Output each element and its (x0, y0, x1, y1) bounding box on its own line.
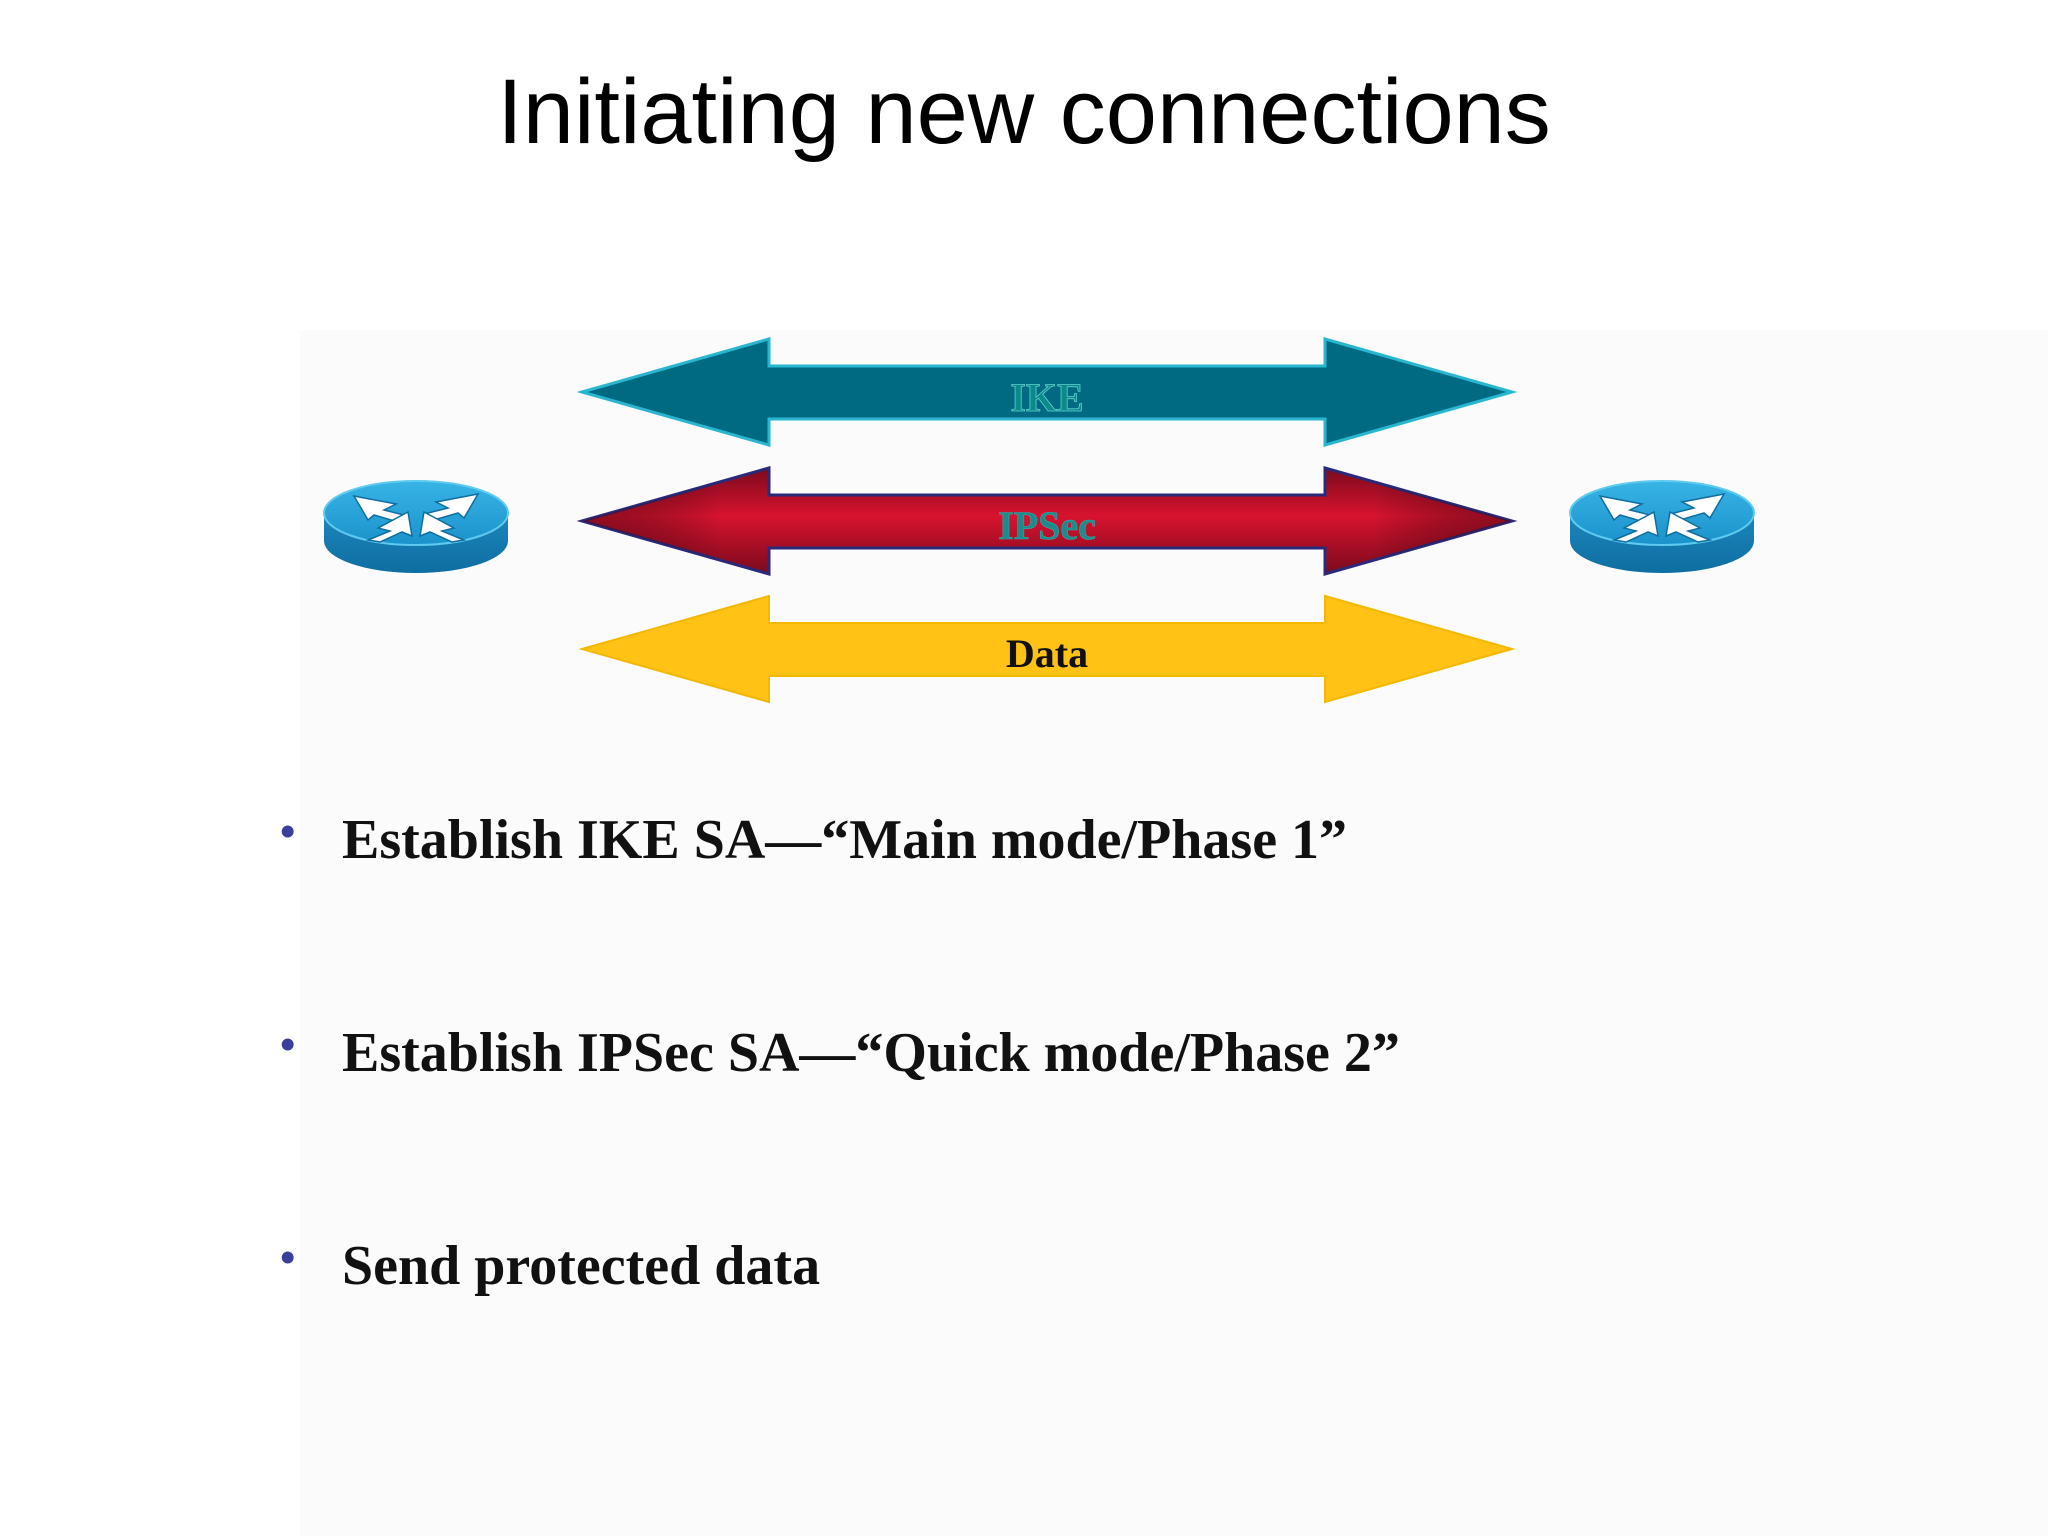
bullet-icon: • (280, 1020, 296, 1069)
connection-diagram: IKE IPSec Data (323, 337, 1755, 704)
bullet-icon: • (280, 807, 296, 856)
bullet-text: Establish IKE SA—“Main mode/Phase 1” (342, 809, 1348, 871)
bullet-item-send-data: • Send protected data (280, 1231, 1980, 1444)
router-icon (1569, 480, 1755, 573)
router-icon (323, 480, 509, 573)
slide-title: Initiating new connections (497, 61, 1551, 163)
bullet-item-ipsec-sa: • Establish IPSec SA—“Quick mode/Phase 2… (280, 1018, 1980, 1231)
ipsec-arrow-label: IPSec (998, 503, 1096, 548)
bullet-text: Establish IPSec SA—“Quick mode/Phase 2” (342, 1022, 1400, 1084)
bullet-list: • Establish IKE SA—“Main mode/Phase 1” •… (280, 805, 1980, 1444)
data-arrow-label: Data (1006, 631, 1088, 676)
ipsec-arrow: IPSec (576, 466, 1518, 576)
bullet-text: Send protected data (342, 1235, 821, 1297)
data-arrow: Data (578, 594, 1516, 704)
bullet-item-ike-sa: • Establish IKE SA—“Main mode/Phase 1” (280, 805, 1980, 1018)
bullet-icon: • (280, 1233, 296, 1282)
ike-arrow: IKE (576, 337, 1518, 447)
ike-arrow-label: IKE (1010, 375, 1083, 420)
